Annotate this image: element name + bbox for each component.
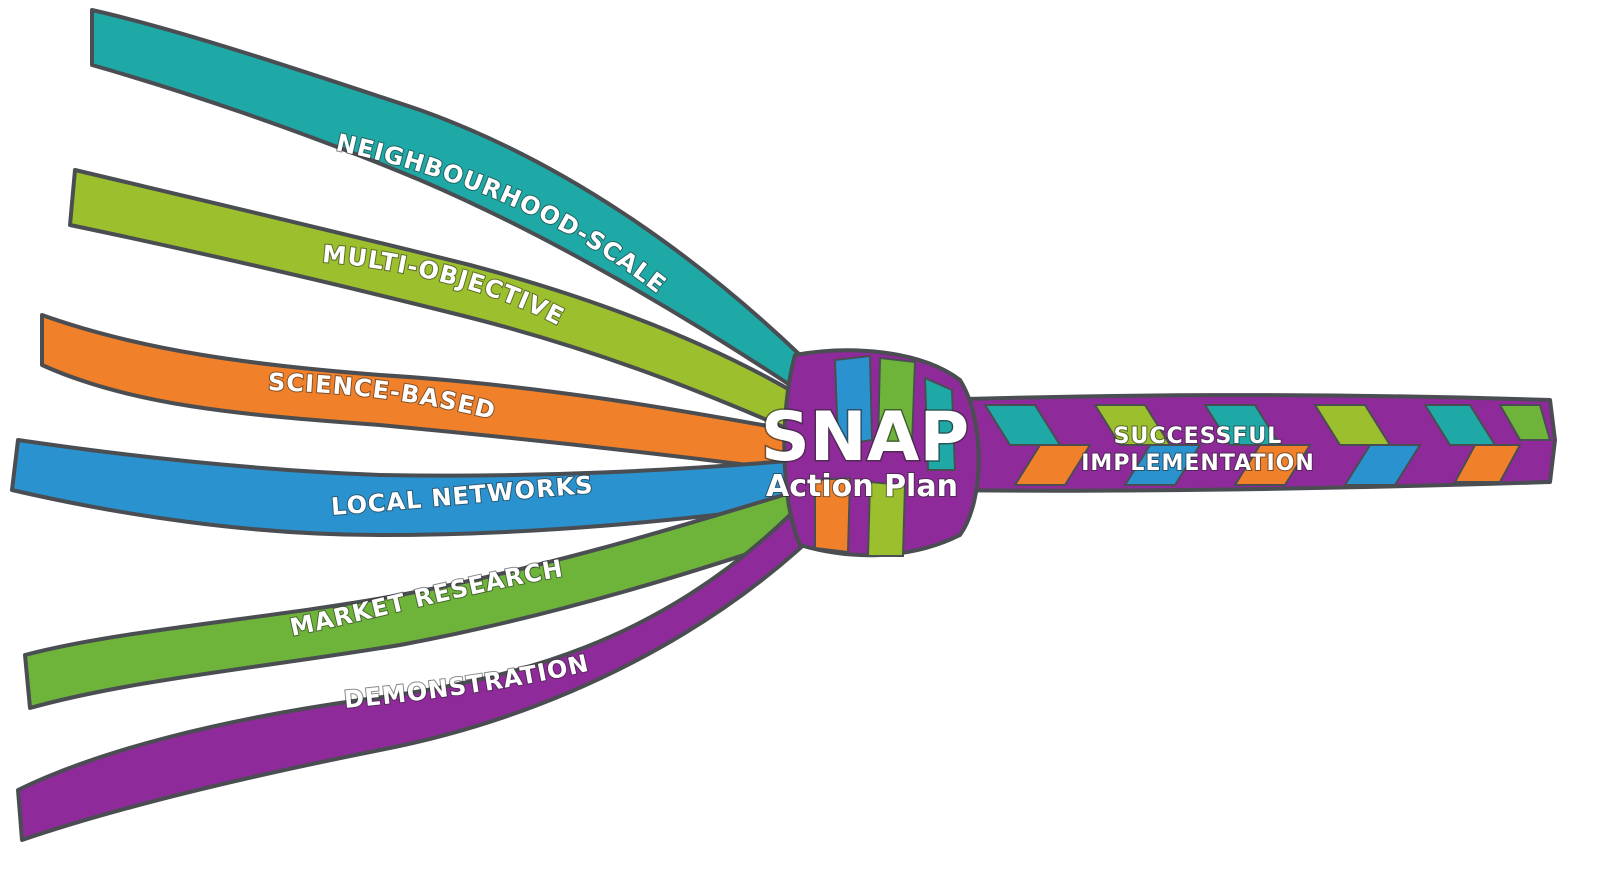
snap-knot (782, 348, 981, 558)
knot-title: SNAP (761, 398, 969, 477)
rope-braid-pattern (983, 404, 1552, 486)
knot-wrap-bands (814, 354, 957, 557)
braided-rope (928, 393, 1557, 493)
result-line-1: SUCCESSFUL (1114, 424, 1283, 449)
result-line-2: IMPLEMENTATION (1081, 451, 1315, 476)
knot-subtitle: Action Plan (766, 469, 958, 504)
